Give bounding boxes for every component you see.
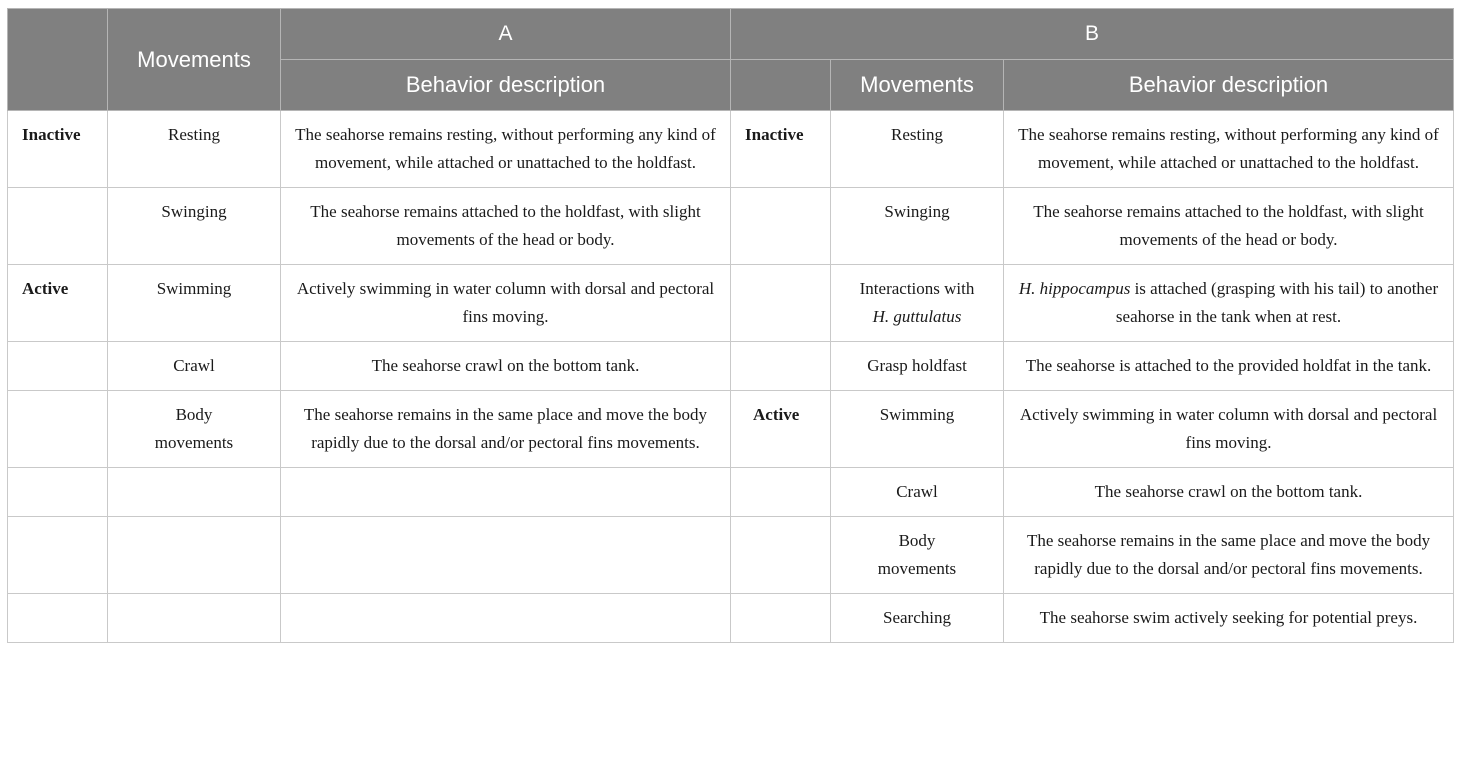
table-row: Inactive Resting The seahorse remains re…: [7, 110, 1455, 188]
header-movements-a: Movements: [107, 8, 281, 111]
category-cell-a: [7, 341, 108, 391]
movement-cell-a: [107, 593, 281, 643]
category-cell-a: Active: [7, 264, 108, 342]
movement-cell-a: Resting: [107, 110, 281, 188]
category-cell-a: [7, 593, 108, 643]
header-blank-a: [7, 8, 108, 111]
header-row-columns: Behavior description Movements Behavior …: [8, 59, 1455, 111]
description-cell-b: The seahorse is attached to the provided…: [1002, 341, 1455, 391]
behavior-table: Movements A B Behavior description Movem…: [7, 8, 1455, 643]
category-cell-a: Inactive: [7, 110, 108, 188]
movement-cell-b: Swinging: [830, 187, 1004, 265]
header-movements-b: Movements: [830, 59, 1004, 111]
species-name: H. hippocampus: [1018, 279, 1131, 298]
table-row: Swinging The seahorse remains attached t…: [7, 187, 1455, 265]
description-cell-a: The seahorse remains in the same place a…: [280, 390, 731, 468]
description-cell-a: [280, 467, 731, 517]
description-cell-b: Actively swimming in water column with d…: [1002, 390, 1455, 468]
movement-cell-b: Interactions with H. guttulatus: [830, 264, 1004, 342]
category-cell-b: [730, 264, 831, 342]
category-cell-a: [7, 187, 108, 265]
table-row: Crawl The seahorse crawl on the bottom t…: [7, 467, 1455, 517]
description-cell-b: The seahorse remains attached to the hol…: [1002, 187, 1455, 265]
category-cell-b: [730, 187, 831, 265]
movement-cell-a: Body movements: [107, 390, 281, 468]
table-row: Active Swimming Actively swimming in wat…: [7, 264, 1455, 342]
movement-prefix: Interactions with: [859, 279, 975, 298]
table-row: Searching The seahorse swim actively see…: [7, 593, 1455, 643]
header-group-b: B: [729, 8, 1455, 60]
movement-cell-a: Swinging: [107, 187, 281, 265]
header-group-a: A: [280, 8, 731, 60]
table-row: Body movements The seahorse remains in t…: [7, 516, 1455, 594]
table-header: Movements A B Behavior description Movem…: [7, 8, 1455, 111]
description-cell-a: The seahorse remains resting, without pe…: [280, 110, 731, 188]
movement-cell-a: Crawl: [107, 341, 281, 391]
movement-cell-a: [107, 467, 281, 517]
category-cell-a: [7, 516, 108, 594]
category-cell-b: Inactive: [730, 110, 831, 188]
description-cell-b: The seahorse remains in the same place a…: [1002, 516, 1455, 594]
description-cell-b: The seahorse swim actively seeking for p…: [1002, 593, 1455, 643]
movement-cell-b: Swimming: [830, 390, 1004, 468]
table-body: Inactive Resting The seahorse remains re…: [7, 110, 1455, 643]
table-row: Body movements The seahorse remains in t…: [7, 390, 1455, 468]
movement-cell-b: Crawl: [830, 467, 1004, 517]
table-row: Crawl The seahorse crawl on the bottom t…: [7, 341, 1455, 391]
species-name: H. guttulatus: [872, 307, 962, 326]
category-cell-b: [730, 593, 831, 643]
description-text: is attached (grasping with his tail) to …: [1115, 279, 1439, 326]
category-cell-a: [7, 390, 108, 468]
description-cell-a: [280, 516, 731, 594]
movement-cell-a: [107, 516, 281, 594]
header-blank-b: [730, 59, 831, 111]
header-behavior-description-a: Behavior description: [280, 59, 731, 111]
category-cell-a: [7, 467, 108, 517]
header-behavior-description-b: Behavior description: [1002, 59, 1455, 111]
description-cell-a: The seahorse remains attached to the hol…: [280, 187, 731, 265]
category-cell-b: [730, 341, 831, 391]
movement-cell-a: Swimming: [107, 264, 281, 342]
category-cell-b: Active: [730, 390, 831, 468]
header-row-groups: Movements A B: [7, 8, 1455, 111]
movement-cell-b: Resting: [830, 110, 1004, 188]
description-cell-a: The seahorse crawl on the bottom tank.: [280, 341, 731, 391]
description-cell-b: H. hippocampus is attached (grasping wit…: [1002, 264, 1455, 342]
category-cell-b: [730, 516, 831, 594]
description-cell-b: The seahorse crawl on the bottom tank.: [1002, 467, 1455, 517]
description-cell-a: Actively swimming in water column with d…: [280, 264, 731, 342]
movement-cell-b: Body movements: [830, 516, 1004, 594]
description-cell-a: [280, 593, 731, 643]
description-cell-b: The seahorse remains resting, without pe…: [1002, 110, 1455, 188]
movement-cell-b: Searching: [830, 593, 1004, 643]
category-cell-b: [730, 467, 831, 517]
movement-cell-b: Grasp holdfast: [830, 341, 1004, 391]
